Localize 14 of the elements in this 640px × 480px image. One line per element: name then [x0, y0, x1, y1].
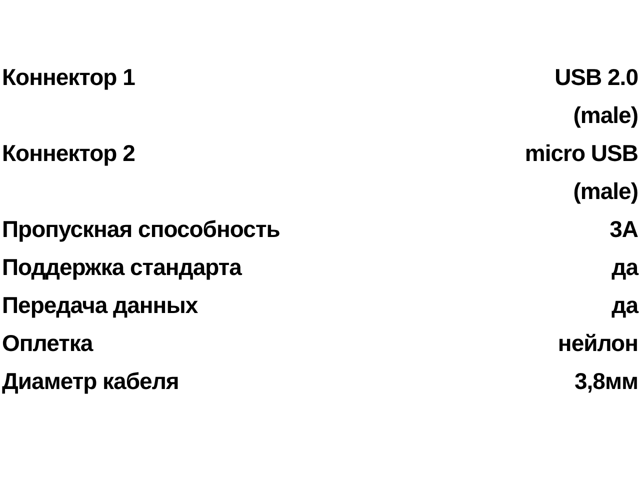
spec-name: Поддержка стандарта	[2, 253, 242, 282]
spec-value: USB 2.0 (male)	[554, 63, 638, 130]
spec-value: 3,8мм	[573, 367, 638, 396]
spec-value: micro USB (male)	[524, 139, 638, 206]
spec-value: 3А	[608, 215, 638, 244]
spec-name: Оплетка	[2, 329, 93, 358]
spec-value: да	[610, 291, 638, 320]
spec-value: да	[610, 253, 638, 282]
spec-name: Коннектор 2	[2, 139, 135, 168]
spec-name: Передача данных	[2, 291, 198, 320]
spec-value: нейлон	[556, 329, 638, 358]
spec-name: Диаметр кабеля	[2, 367, 179, 396]
spec-name: Пропускная способность	[2, 215, 280, 244]
spec-name: Коннектор 1	[2, 63, 135, 92]
